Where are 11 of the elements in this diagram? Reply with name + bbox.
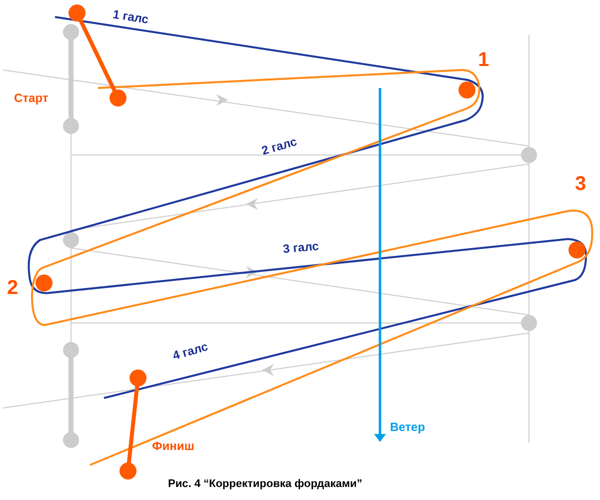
wind-label: Ветер [390, 421, 426, 433]
finish-label: Финиш [152, 440, 194, 452]
tack-label: 3 галс [282, 240, 320, 255]
mark-number: 2 [7, 278, 18, 298]
start-label: Старт [14, 92, 48, 104]
tack-label: 4 галс [171, 340, 210, 362]
tack-label: 1 галс [112, 8, 150, 26]
mark-number: 3 [575, 174, 586, 194]
tack-label: 2 галс [260, 135, 298, 157]
figure-caption: Рис. 4 “Корректировка фордаками” [168, 479, 362, 490]
mark-number: 1 [478, 50, 490, 70]
